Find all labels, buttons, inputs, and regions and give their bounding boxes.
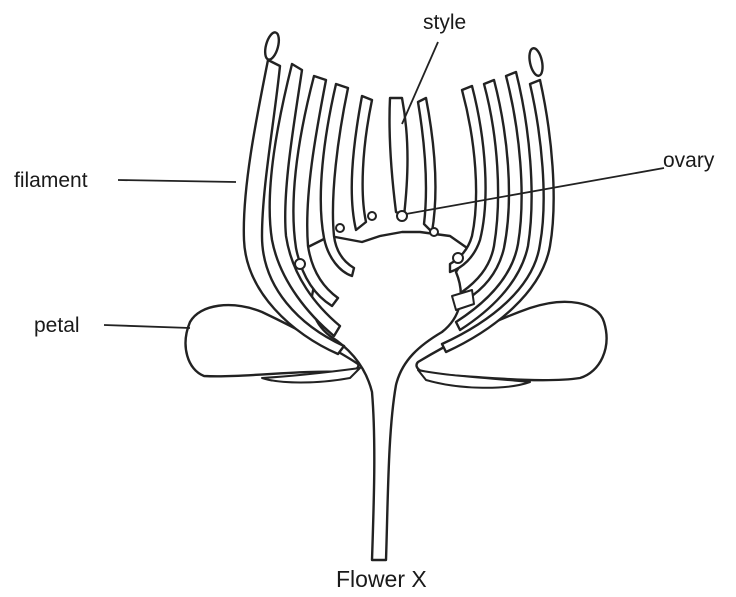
label-petal: petal bbox=[34, 315, 80, 336]
label-style: style bbox=[423, 12, 466, 33]
ovary bbox=[397, 211, 407, 221]
leader-filament bbox=[118, 180, 236, 182]
anther-left-1 bbox=[263, 31, 282, 61]
flower-stalk bbox=[300, 232, 470, 560]
anther-knob-left-b bbox=[336, 224, 344, 232]
leader-petal bbox=[104, 325, 190, 328]
label-ovary: ovary bbox=[663, 150, 714, 171]
anther-knob-right-a bbox=[453, 253, 463, 263]
leader-ovary bbox=[406, 168, 664, 214]
diagram-caption: Flower X bbox=[336, 568, 427, 591]
stamen-left-5 bbox=[352, 96, 372, 230]
anther-knob-right-b bbox=[430, 228, 438, 236]
ovule-left bbox=[368, 212, 376, 220]
anther-knob-left-a bbox=[295, 259, 305, 269]
anther-right-5 bbox=[527, 47, 545, 77]
label-filament: filament bbox=[14, 170, 88, 191]
